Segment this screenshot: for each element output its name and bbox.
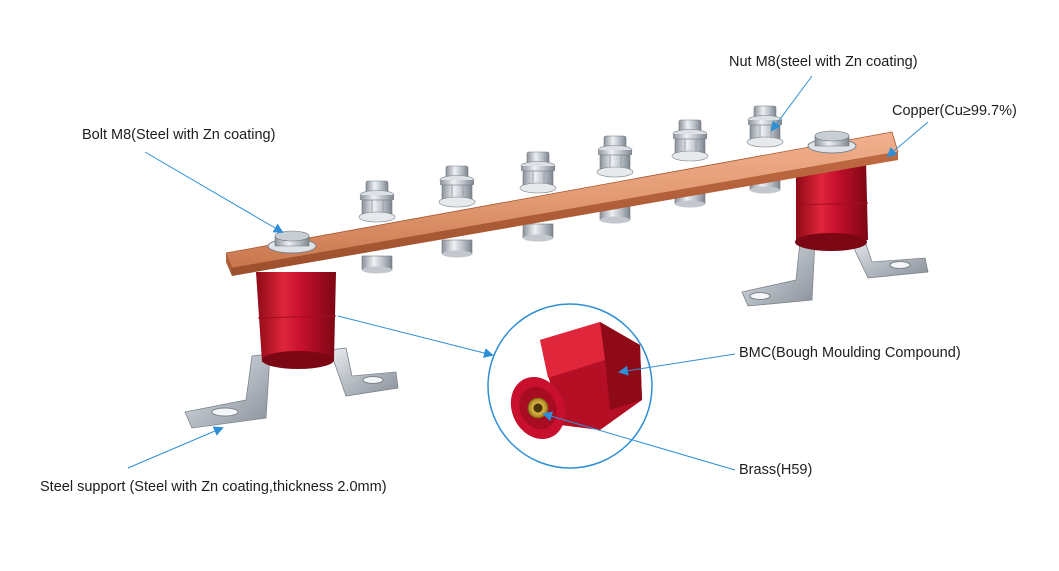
callout-lines [127,75,929,471]
right-insulator [795,160,869,251]
callout-line-bmc-left [337,315,494,358]
label-steel-support: Steel support (Steel with Zn coating,thi… [40,479,387,495]
callout-line-steel [127,426,224,469]
end-bolt-right [807,130,857,154]
end-bolt-left [267,230,317,254]
left-insulator [256,272,337,369]
label-brass: Brass(H59) [739,462,813,478]
callout-line-bolt [144,151,284,234]
insulator-detail-view [487,303,653,469]
label-nut: Nut M8(steel with Zn coating) [729,54,918,70]
callout-line-copper [886,121,929,158]
callout-line-bmc [618,353,736,376]
label-bolt: Bolt M8(Steel with Zn coating) [82,127,276,143]
copper-busbar [225,131,899,276]
left-steel-support [184,347,399,429]
label-copper: Copper(Cu≥99.7%) [892,103,1017,119]
label-bmc: BMC(Bough Moulding Compound) [739,345,961,361]
callout-line-nut [770,75,813,132]
callout-line-brass [542,411,736,471]
